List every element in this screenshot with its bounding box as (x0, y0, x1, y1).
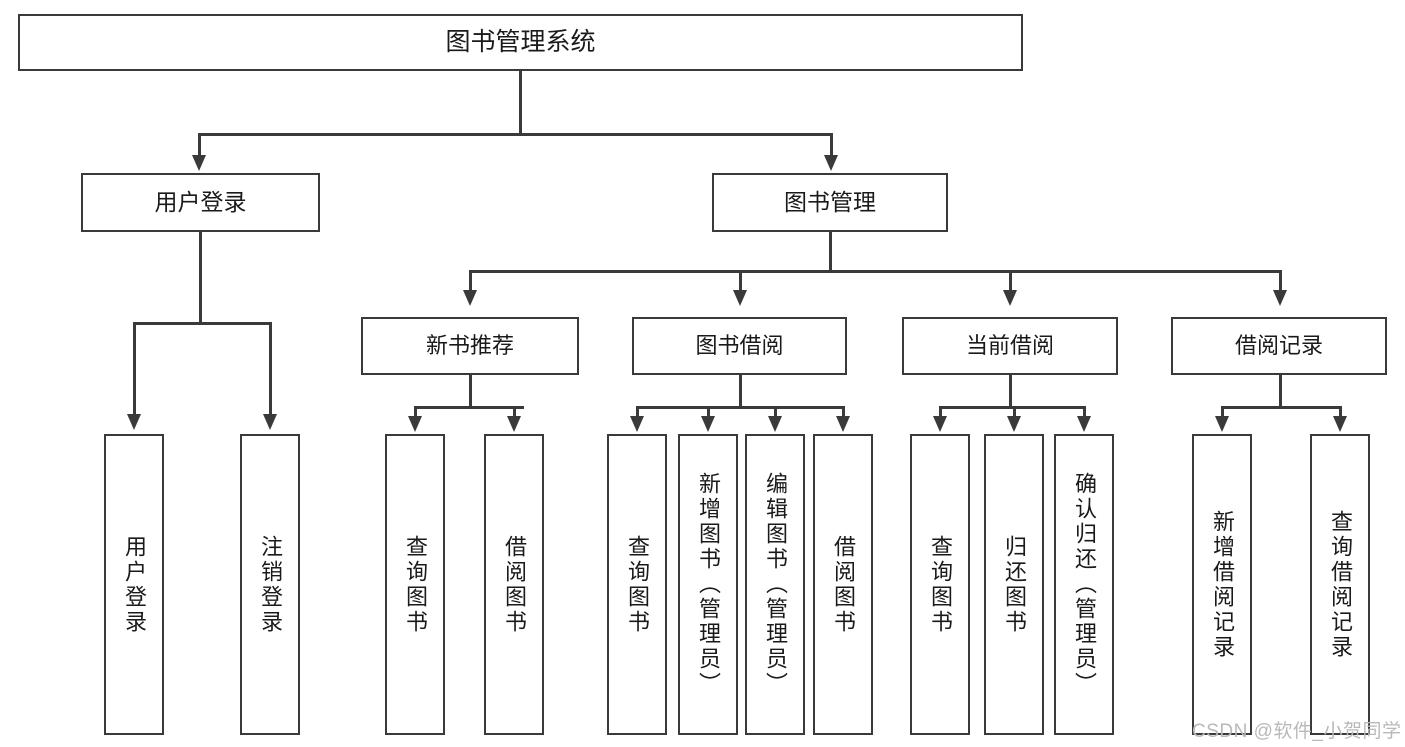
arrow-to-leaf-confirm-return (1077, 416, 1091, 432)
connector-bm-to-current-borrow (1009, 270, 1012, 292)
node-leaf-return-book-label: 归还图书 (1002, 534, 1027, 635)
connector-user-login-to-leaf-1 (133, 322, 136, 416)
arrow-to-leaf-query-book-1 (408, 416, 422, 432)
arrow-to-book-manage (824, 155, 838, 171)
node-leaf-query-book-1-label: 查询图书 (403, 534, 428, 635)
node-leaf-query-book-3[interactable]: 查询图书 (910, 434, 970, 735)
node-leaf-user-login-label: 用户登录 (122, 534, 147, 635)
node-leaf-add-borrow-record[interactable]: 新增借阅记录 (1192, 434, 1252, 735)
node-book-borrow-label: 图书借阅 (695, 333, 784, 359)
node-leaf-query-book-3-label: 查询图书 (928, 534, 953, 635)
connector-nb-to-leaf-2 (513, 406, 516, 418)
connector-book-borrow-bus (636, 406, 843, 409)
connector-bb-to-leaf-4 (842, 406, 845, 418)
arrow-to-leaf-query-book-2 (630, 416, 644, 432)
connector-br-to-leaf-1 (1221, 406, 1224, 418)
csdn-watermark: CSDN @软件_小贺同学 (1192, 721, 1402, 742)
connector-bm-to-book-borrow (739, 270, 742, 292)
node-leaf-query-borrow-record[interactable]: 查询借阅记录 (1310, 434, 1370, 735)
arrow-to-leaf-borrow-book-2 (836, 416, 850, 432)
connector-user-login-bus (133, 322, 270, 325)
connector-book-manage-stem (829, 232, 832, 272)
node-leaf-confirm-return-label: 确认归还（管理员） (1072, 472, 1097, 697)
node-leaf-confirm-return[interactable]: 确认归还（管理员） (1054, 434, 1114, 735)
connector-root-bus (198, 133, 832, 136)
node-leaf-borrow-book-1-label: 借阅图书 (502, 534, 527, 635)
connector-new-book-bus (414, 406, 524, 409)
node-leaf-edit-book-label: 编辑图书（管理员） (763, 472, 788, 697)
node-leaf-borrow-book-2-label: 借阅图书 (831, 534, 856, 635)
connector-root-to-book-manage (830, 133, 833, 157)
node-leaf-add-borrow-record-label: 新增借阅记录 (1210, 509, 1235, 660)
connector-cb-to-leaf-2 (1013, 406, 1016, 418)
node-leaf-return-book[interactable]: 归还图书 (984, 434, 1044, 735)
connector-user-login-stem (199, 232, 202, 324)
arrow-to-leaf-return-book (1007, 416, 1021, 432)
node-leaf-borrow-book-2[interactable]: 借阅图书 (813, 434, 873, 735)
connector-root-to-user-login (198, 133, 201, 157)
node-leaf-user-logout[interactable]: 注销登录 (240, 434, 300, 735)
arrow-to-current-borrow (1003, 290, 1017, 306)
node-user-login[interactable]: 用户登录 (81, 173, 320, 232)
connector-root-stem (519, 71, 522, 134)
node-book-borrow[interactable]: 图书借阅 (632, 317, 847, 375)
node-leaf-query-book-2[interactable]: 查询图书 (607, 434, 667, 735)
connector-nb-to-leaf-1 (414, 406, 417, 418)
node-leaf-user-logout-label: 注销登录 (258, 534, 283, 635)
connector-borrow-record-stem (1279, 375, 1282, 408)
node-leaf-query-book-1[interactable]: 查询图书 (385, 434, 445, 735)
connector-cb-to-leaf-3 (1083, 406, 1086, 418)
arrow-to-leaf-query-book-3 (933, 416, 947, 432)
connector-borrow-record-bus (1221, 406, 1339, 409)
connector-user-login-to-leaf-2 (269, 322, 272, 416)
arrow-to-leaf-query-borrow-record (1333, 416, 1347, 432)
arrow-to-leaf-user-logout (263, 414, 277, 430)
connector-br-to-leaf-2 (1339, 406, 1342, 418)
connector-current-borrow-stem (1009, 375, 1012, 408)
node-borrow-record[interactable]: 借阅记录 (1171, 317, 1387, 375)
node-leaf-user-login[interactable]: 用户登录 (104, 434, 164, 735)
arrow-to-leaf-edit-book (768, 416, 782, 432)
node-leaf-edit-book[interactable]: 编辑图书（管理员） (745, 434, 805, 735)
node-leaf-query-book-2-label: 查询图书 (625, 534, 650, 635)
node-root[interactable]: 图书管理系统 (18, 14, 1023, 71)
node-leaf-query-borrow-record-label: 查询借阅记录 (1328, 509, 1353, 660)
arrow-to-leaf-add-borrow-record (1215, 416, 1229, 432)
node-user-login-label: 用户登录 (154, 189, 247, 216)
connector-bb-to-leaf-2 (707, 406, 710, 418)
node-leaf-add-book-label: 新增图书（管理员） (696, 472, 721, 697)
node-leaf-borrow-book-1[interactable]: 借阅图书 (484, 434, 544, 735)
node-new-book-recommend-label: 新书推荐 (425, 333, 514, 359)
node-current-borrow[interactable]: 当前借阅 (902, 317, 1118, 375)
connector-bb-to-leaf-1 (636, 406, 639, 418)
arrow-to-leaf-borrow-book-1 (507, 416, 521, 432)
node-book-manage-label: 图书管理 (784, 189, 876, 216)
connector-new-book-stem (469, 375, 472, 408)
connector-book-manage-bus (469, 270, 1280, 273)
node-book-manage[interactable]: 图书管理 (712, 173, 948, 232)
node-leaf-add-book[interactable]: 新增图书（管理员） (678, 434, 738, 735)
connector-bb-to-leaf-3 (774, 406, 777, 418)
arrow-to-leaf-user-login (127, 414, 141, 430)
arrow-to-book-borrow (733, 290, 747, 306)
connector-bm-to-borrow-record (1279, 270, 1282, 292)
connector-bm-to-new-book (469, 270, 472, 292)
node-borrow-record-label: 借阅记录 (1234, 333, 1323, 359)
node-root-label: 图书管理系统 (445, 28, 596, 56)
arrow-to-leaf-add-book (701, 416, 715, 432)
arrow-to-new-book-recommend (463, 290, 477, 306)
arrow-to-user-login (192, 155, 206, 171)
node-new-book-recommend[interactable]: 新书推荐 (361, 317, 579, 375)
connector-current-borrow-bus (939, 406, 1085, 409)
arrow-to-borrow-record (1273, 290, 1287, 306)
connector-cb-to-leaf-1 (939, 406, 942, 418)
connector-book-borrow-stem (739, 375, 742, 408)
node-current-borrow-label: 当前借阅 (965, 333, 1054, 359)
